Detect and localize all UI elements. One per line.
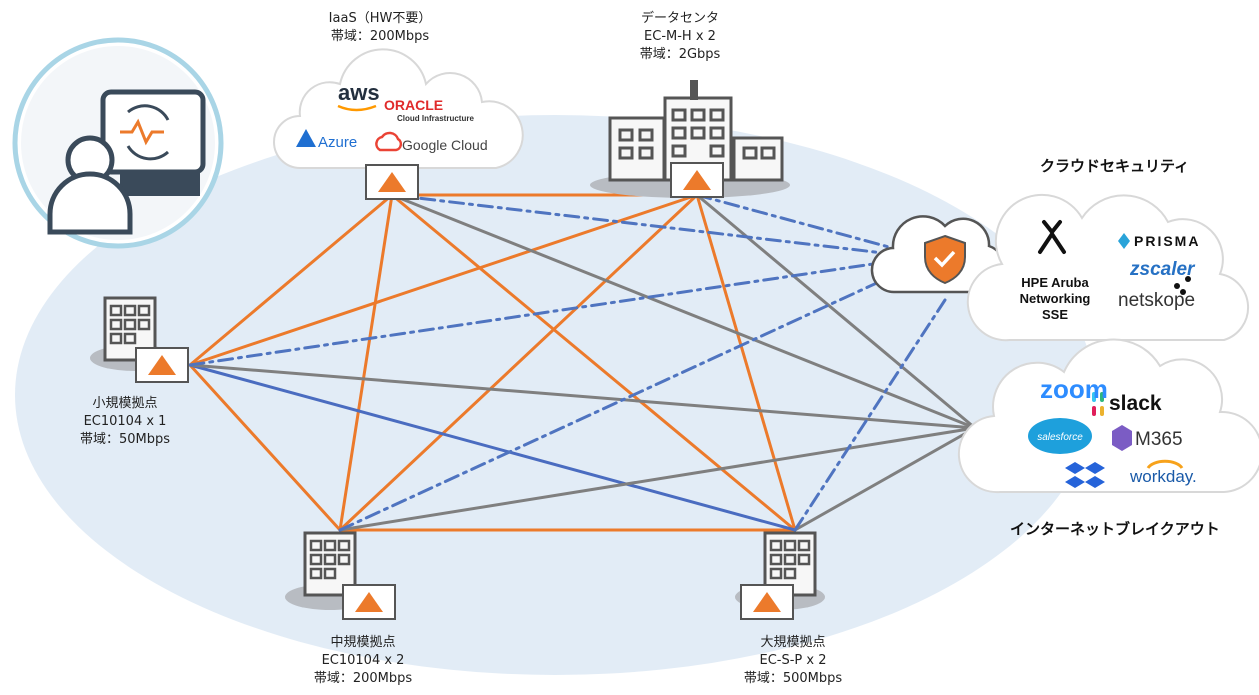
link-dc-large [695,193,797,532]
link-small-internet [188,363,977,430]
link-dc-small [188,193,699,367]
hpe-label-1: HPE Aruba [1021,275,1089,290]
google-cloud-logo: Google Cloud [402,137,488,153]
small-site-model: EC10104 x 1 [83,414,167,429]
link-medium-security [338,268,907,532]
link-medium-internet [338,426,977,532]
zscaler-logo: zscaler [1129,259,1196,280]
small-site-name: 小規模拠点 [92,396,158,411]
link-iaas-large [390,193,797,532]
small-site-bandwidth: 帯域：50Mbps [79,432,171,447]
oracle-logo: ORACLE [384,97,443,113]
datacenter-model: EC-M-H x 2 [644,29,716,44]
link-small-medium [188,363,342,532]
large-site-name: 大規模拠点 [760,635,826,650]
medium-site-label: 中規模拠点 EC10104 x 2 帯域：200Mbps [283,634,443,688]
oracle-subtitle: Cloud Infrastructure [397,114,474,123]
iaas-label: IaaS（HW不要） 帯域：200Mbps [300,10,460,46]
link-dc-security [695,193,902,252]
datacenter-name: データセンタ [640,11,719,26]
aws-logo: aws [338,80,380,105]
google-cloud-icon [375,131,403,152]
aws-smile-icon [337,104,377,112]
link-iaas-internet [390,193,977,430]
cloud-security-cloud [966,193,1250,342]
azure-icon [296,129,316,147]
link-dc-internet [695,193,977,430]
link-large-internet [793,426,977,532]
edgeconnect-small [135,347,189,383]
netskope-logo: netskope [1118,290,1195,311]
workday-logo: workday. [1129,467,1197,486]
slack-icon [1092,392,1104,416]
hpe-label-3: SSE [1042,307,1068,322]
person-icon [47,135,133,235]
edgeconnect-medium [342,584,396,620]
hpe-aruba-icon [1038,220,1066,254]
workday-arc-icon [1146,459,1184,469]
link-large-security [793,298,947,532]
iaas-bandwidth: 帯域：200Mbps [330,29,430,44]
security-shield-cloud [870,215,1007,294]
hpe-label-2: Networking [1020,291,1091,306]
iaas-cloud [273,48,524,169]
link-iaas-security [390,193,902,257]
medium-site-bandwidth: 帯域：200Mbps [313,671,413,686]
large-site-bandwidth: 帯域：500Mbps [743,671,843,686]
large-site-label: 大規模拠点 EC-S-P x 2 帯域：500Mbps [713,634,873,688]
datacenter-label: データセンタ EC-M-H x 2 帯域：2Gbps [600,10,760,64]
prisma-icon [1118,233,1130,249]
small-site-label: 小規模拠点 EC10104 x 1 帯域：50Mbps [45,395,205,449]
edgeconnect-large [740,584,794,620]
edgeconnect-dc [670,162,724,198]
link-dc-medium [338,193,699,532]
link-small-large [188,363,797,532]
admin-console [12,37,224,249]
m365-icon [1112,425,1132,451]
edgeconnect-iaas [365,164,419,200]
datacenter-bandwidth: 帯域：2Gbps [639,47,721,62]
prisma-logo: PRISMA [1134,233,1200,249]
link-iaas-medium [338,193,394,532]
azure-logo: Azure [318,134,357,151]
internet-breakout-title: インターネットブレイクアウト [1010,520,1220,538]
salesforce-icon [1028,418,1092,454]
medium-site-model: EC10104 x 2 [321,653,405,668]
netskope-icon [1174,276,1191,295]
medium-site-name: 中規模拠点 [330,635,396,650]
link-small-security [188,258,902,367]
large-site-model: EC-S-P x 2 [759,653,827,668]
m365-logo: M365 [1135,429,1183,450]
zoom-logo: zoom [1040,374,1108,404]
iaas-name: IaaS（HW不要） [328,11,432,26]
internet-cloud [957,338,1259,494]
connections [188,193,977,532]
link-iaas-small [188,193,394,367]
dropbox-icon [1065,462,1105,488]
salesforce-logo: salesforce [1037,432,1083,443]
slack-logo: slack [1109,392,1162,415]
cloud-security-title: クラウドセキュリティ [1040,157,1190,175]
heartbeat-icon [120,104,170,161]
